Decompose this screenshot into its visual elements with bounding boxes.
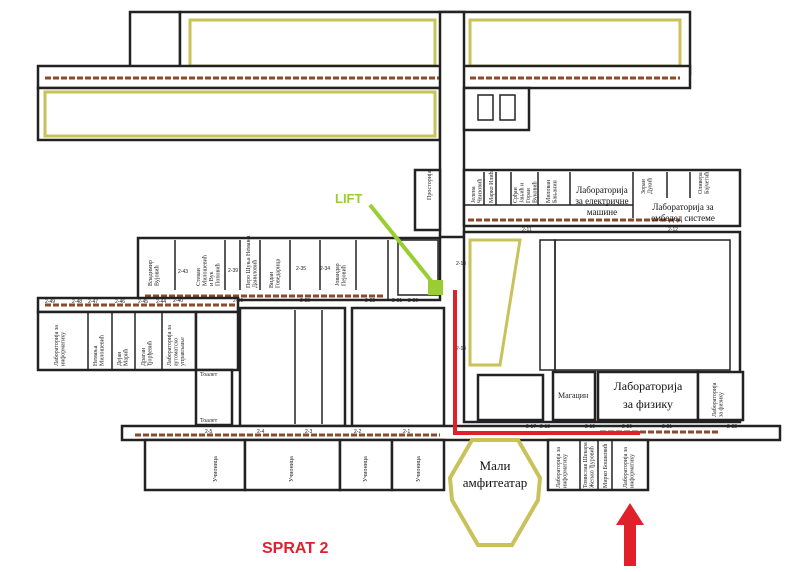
room-label: Милован Бањанин xyxy=(546,178,559,203)
room-number: 2-48 xyxy=(72,299,82,305)
room-label: Просторија xyxy=(427,170,433,200)
room-number: 2-30 xyxy=(408,298,418,304)
stair-block xyxy=(462,86,531,132)
room-label: за електричне xyxy=(575,196,628,206)
room-number: 2-43 xyxy=(178,269,188,275)
room-number: 2-47 xyxy=(88,299,98,305)
room-label: Срђан Јањић и Горан Вуковић xyxy=(512,181,539,203)
room-label: Драган Ђорђевић xyxy=(141,341,154,366)
room-number: 2-44 xyxy=(156,299,166,305)
top-wing xyxy=(36,10,692,142)
amphitheater-label: Мали xyxy=(480,458,511,473)
room-number: 2-2 xyxy=(354,429,361,435)
room-number: 2-5 xyxy=(205,429,212,435)
toilet-label: Тоалет xyxy=(200,372,218,378)
room-label: Лабораторија xyxy=(576,185,628,195)
middle-left-wing: Владимир Вујовић Стеван Милошевић и Вук … xyxy=(136,234,442,302)
room-number: 2-45 xyxy=(138,299,148,305)
room-label: Јелена Чвизовић xyxy=(471,179,484,203)
right-central-block: Магацин Лабораторија за физику Лаборатор… xyxy=(462,230,745,424)
room-label: Магацин xyxy=(558,391,589,400)
entrance-arrow-icon xyxy=(616,503,644,566)
room-number: 2-20 xyxy=(622,424,632,430)
room-numbers: 2-40 2-43 2-39 2-36 2-35 2-34 2-33 2-32 … xyxy=(45,227,737,435)
room-number: 2-46 xyxy=(115,299,125,305)
room-number: 2-22 xyxy=(727,424,737,430)
room-label: Лабораторија за аутоматско управљање xyxy=(166,324,186,366)
room-label: Зоран Дукић xyxy=(641,178,654,194)
room-number: 2-19 xyxy=(585,424,595,430)
room-number: 2-18 xyxy=(540,424,550,430)
room-label: Видан Говедарица xyxy=(269,259,282,288)
right-upper-wing: Просторија Јелена Чвизовић Марко Илић Ср… xyxy=(413,168,742,232)
room-label: ембедед системе xyxy=(651,213,715,223)
room-number: 2-39 xyxy=(228,268,238,274)
room-number: 2-11 xyxy=(522,227,532,233)
room-number: 2-33 xyxy=(300,298,310,304)
room-number: 2-40 xyxy=(173,298,183,304)
room-number: 2-17 xyxy=(526,424,536,430)
room-number: 2-36 xyxy=(233,298,243,304)
room-label: Лабораторија за xyxy=(652,202,713,212)
lift-label: LIFT xyxy=(335,191,362,206)
classroom-label: Учионица xyxy=(416,456,422,482)
lab-physics-label: Лабораторија xyxy=(614,379,683,393)
classroom-label: Учионица xyxy=(213,456,219,482)
room-number: 2-49 xyxy=(45,299,55,305)
room-number: 2-31 xyxy=(392,298,402,304)
small-amphitheater: Мали амфитеатар xyxy=(447,438,543,547)
classroom-label: Учионица xyxy=(363,456,369,482)
room-number: 2-13 xyxy=(456,261,466,267)
room-number: 2-3 xyxy=(305,429,312,435)
room-label: Стеван Милошевић и Вук Поповић xyxy=(196,254,222,286)
room-label: Оливера Бајчетић xyxy=(698,171,711,194)
room-number: 2-1 xyxy=(403,429,410,435)
room-number: 2-4 xyxy=(257,429,264,435)
room-number: 2-14 xyxy=(456,346,466,352)
floor-title: SPRAT 2 xyxy=(262,540,328,557)
room-number: 2-34 xyxy=(320,266,330,272)
room-number: 2-21 xyxy=(662,424,672,430)
room-number: 2-35 xyxy=(296,266,306,272)
amphitheater-label: амфитеатар xyxy=(463,475,528,490)
room-label: Лабораторија за информатику xyxy=(555,446,569,488)
room-label: Немања Милошевић xyxy=(93,335,106,366)
lift-indicator: LIFT xyxy=(335,191,443,295)
bottom-wing: Учионица Учионица Учионица Учионица Лабо… xyxy=(120,424,782,492)
room-label: Лабораторија за физику xyxy=(711,381,725,417)
room-label: Владимир Вујовић xyxy=(148,259,161,286)
toilet-label: Тоалет xyxy=(200,418,218,424)
lab-physics-label: за физику xyxy=(623,397,673,411)
room-label: Лабораторија за информатику xyxy=(53,324,67,366)
left-wing: Лабораторија за информатику Немања Милош… xyxy=(36,296,240,427)
route-path xyxy=(453,290,640,435)
room-label: Томислав Шекара Жељко Ђуровић xyxy=(583,441,596,488)
room-number: 2-12 xyxy=(668,227,678,233)
room-label: Јовандар Пејовић xyxy=(335,262,348,286)
room-label: Мирко Бошковић xyxy=(602,444,609,488)
room-label: Марко Илић xyxy=(488,171,495,203)
room-label: Дејан Марић xyxy=(117,349,130,366)
classroom-label: Учионица xyxy=(289,456,295,482)
room-label: Лабораторија за информатику xyxy=(622,446,636,488)
room-label: машине xyxy=(587,207,617,217)
lift-pointer-line xyxy=(368,203,434,284)
room-label: Перо Шуња Немања Даниловић xyxy=(246,234,259,288)
room-number: 2-32 xyxy=(365,298,375,304)
lift-marker xyxy=(428,280,443,295)
central-corridor xyxy=(438,10,466,239)
courtyards xyxy=(238,306,446,428)
